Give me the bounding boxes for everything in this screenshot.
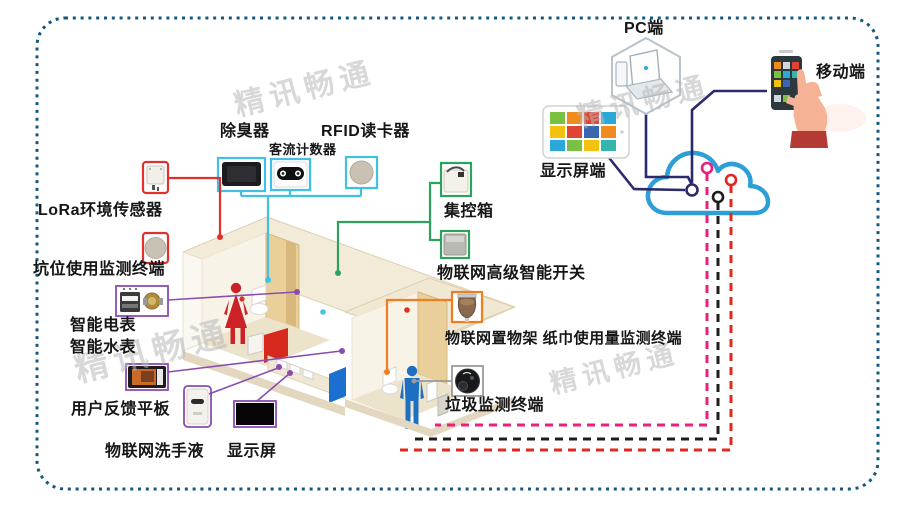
label-control-box: 集控箱 [444, 203, 494, 220]
cloud [645, 150, 771, 216]
rfid-reader-icon [349, 160, 374, 185]
label-rfid-reader: RFID读卡器 [321, 123, 410, 140]
restroom-building [182, 216, 516, 437]
deodorizer-icon [222, 162, 261, 186]
dashed-links [394, 173, 733, 452]
label-pc-client: PC端 [624, 20, 664, 37]
label-mobile-client: 移动端 [816, 64, 866, 81]
label-pit-monitor: 坑位使用监测终端 [33, 261, 166, 278]
male-figure [400, 365, 424, 429]
label-trash-monitor: 垃圾监测终端 [445, 397, 545, 414]
feedback-tablet-icon [128, 366, 166, 388]
label-smart-electric-meter: 智能电表 [70, 317, 137, 334]
smart-meter-icon [120, 288, 163, 312]
female-figure [224, 282, 248, 344]
mobile-client-icon [771, 50, 866, 148]
control-box-icon-1 [443, 166, 469, 193]
label-display-client: 显示屏端 [540, 163, 607, 180]
dotted-border [35, 16, 880, 491]
client-lines [604, 89, 767, 192]
label-shelf-paper-monitor: 物联网置物架 纸巾使用量监测终端 [445, 330, 683, 347]
label-iot-soap: 物联网洗手液 [105, 443, 205, 460]
hand [786, 69, 828, 134]
soap-dispenser-icon [186, 388, 209, 425]
lora-box-sensor-icon [146, 165, 165, 191]
display-screen-icon [236, 403, 274, 425]
trash-monitor-icon [455, 368, 480, 394]
wall-red-panel [264, 328, 288, 363]
label-smart-water-meter: 智能水表 [70, 339, 137, 356]
control-box-icon-2 [443, 233, 467, 256]
label-lora-sensor: LoRa环境传感器 [38, 202, 163, 219]
label-people-counter: 客流计数器 [269, 142, 337, 157]
label-feedback-tablet: 用户反馈平板 [71, 401, 171, 418]
label-smart-switch: 物联网高级智能开关 [437, 265, 586, 282]
pc-client-icon [611, 36, 681, 116]
cuff [790, 131, 828, 148]
label-deodorizer: 除臭器 [220, 123, 270, 140]
people-counter-icon [273, 161, 308, 188]
label-display-screen: 显示屏 [227, 443, 277, 460]
display-client-icon [542, 105, 630, 159]
wall-blue-panel [329, 367, 346, 403]
lora-round-sensor-icon [144, 237, 167, 259]
cloud-junction [685, 183, 699, 197]
paper-holder-icon [457, 293, 477, 322]
trash-bin [437, 393, 449, 417]
